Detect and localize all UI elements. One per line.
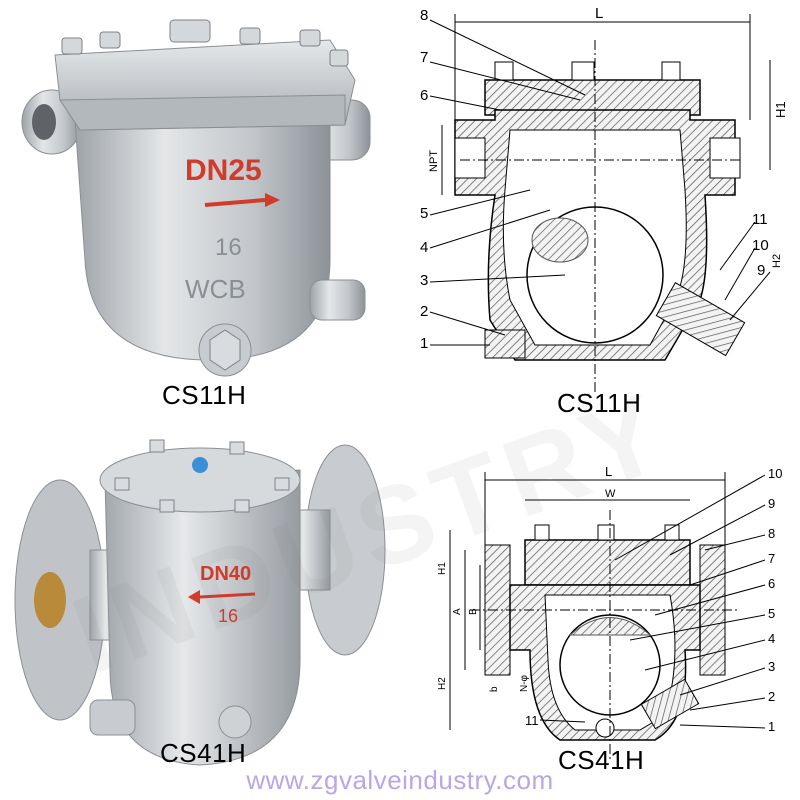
flow-arrow-icon [188,590,200,604]
callout-4: 4 [768,631,775,646]
cs11h-sectional-drawing: L H1 NPT [420,5,788,395]
caption-cs41h-drawing: CS41H [558,745,645,775]
callout-11: 11 [752,211,768,228]
callout-7: 7 [768,551,775,566]
cs11h-product-illustration: DN25 16 WCB [21,19,371,377]
callout-9: 9 [768,496,775,511]
callout-3: 3 [420,272,428,289]
callout-2: 2 [420,303,428,320]
callout-4: 4 [420,239,428,256]
callout-10: 10 [752,237,769,254]
dim-l: L [605,464,612,479]
dim-h1: H1 [437,562,448,575]
body-material-marking: WCB [185,274,246,304]
body-size-marking: DN25 [185,154,262,187]
dim-w: W [605,488,616,500]
callout-6: 6 [420,87,428,104]
callout-5: 5 [420,205,428,222]
callout-10: 10 [768,466,782,481]
caption-cs41h-photo: CS41H [160,738,247,768]
dim-b-small: b [489,686,500,692]
callout-8: 8 [420,7,428,24]
callout-3: 3 [768,659,775,674]
dim-npt: NPT [428,150,440,172]
callout-8: 8 [768,526,775,541]
callout-2: 2 [768,689,775,704]
caption-cs11h-drawing: CS11H [557,388,642,418]
dim-bolt: N-φ [519,674,530,692]
vent-cap-icon [192,457,208,473]
callout-7: 7 [420,49,428,66]
body-pressure-marking: 16 [215,234,242,261]
callout-11: 11 [525,713,539,728]
dim-a: A [452,608,463,615]
dim-l: L [595,5,603,22]
body-size-marking: DN40 [200,563,251,585]
callout-6: 6 [768,576,775,591]
callout-1: 1 [420,335,428,352]
body-pressure-marking: 16 [218,606,238,626]
dim-b: B [468,608,479,615]
callout-9: 9 [757,262,765,279]
dim-h2: H2 [437,677,448,690]
website-url[interactable]: www.zgvalveindustry.com [246,765,554,795]
callout-1: 1 [768,719,775,734]
cs41h-product-illustration: DN40 16 [14,439,386,766]
flow-arrow-icon [265,193,280,207]
dim-h1: H1 [773,101,788,118]
callout-5: 5 [768,606,775,621]
cs41h-sectional-drawing: L W H1 A B H2 b N-φ [437,464,782,760]
dim-h2: H2 [771,254,783,268]
caption-cs11h-photo: CS11H [162,380,247,410]
